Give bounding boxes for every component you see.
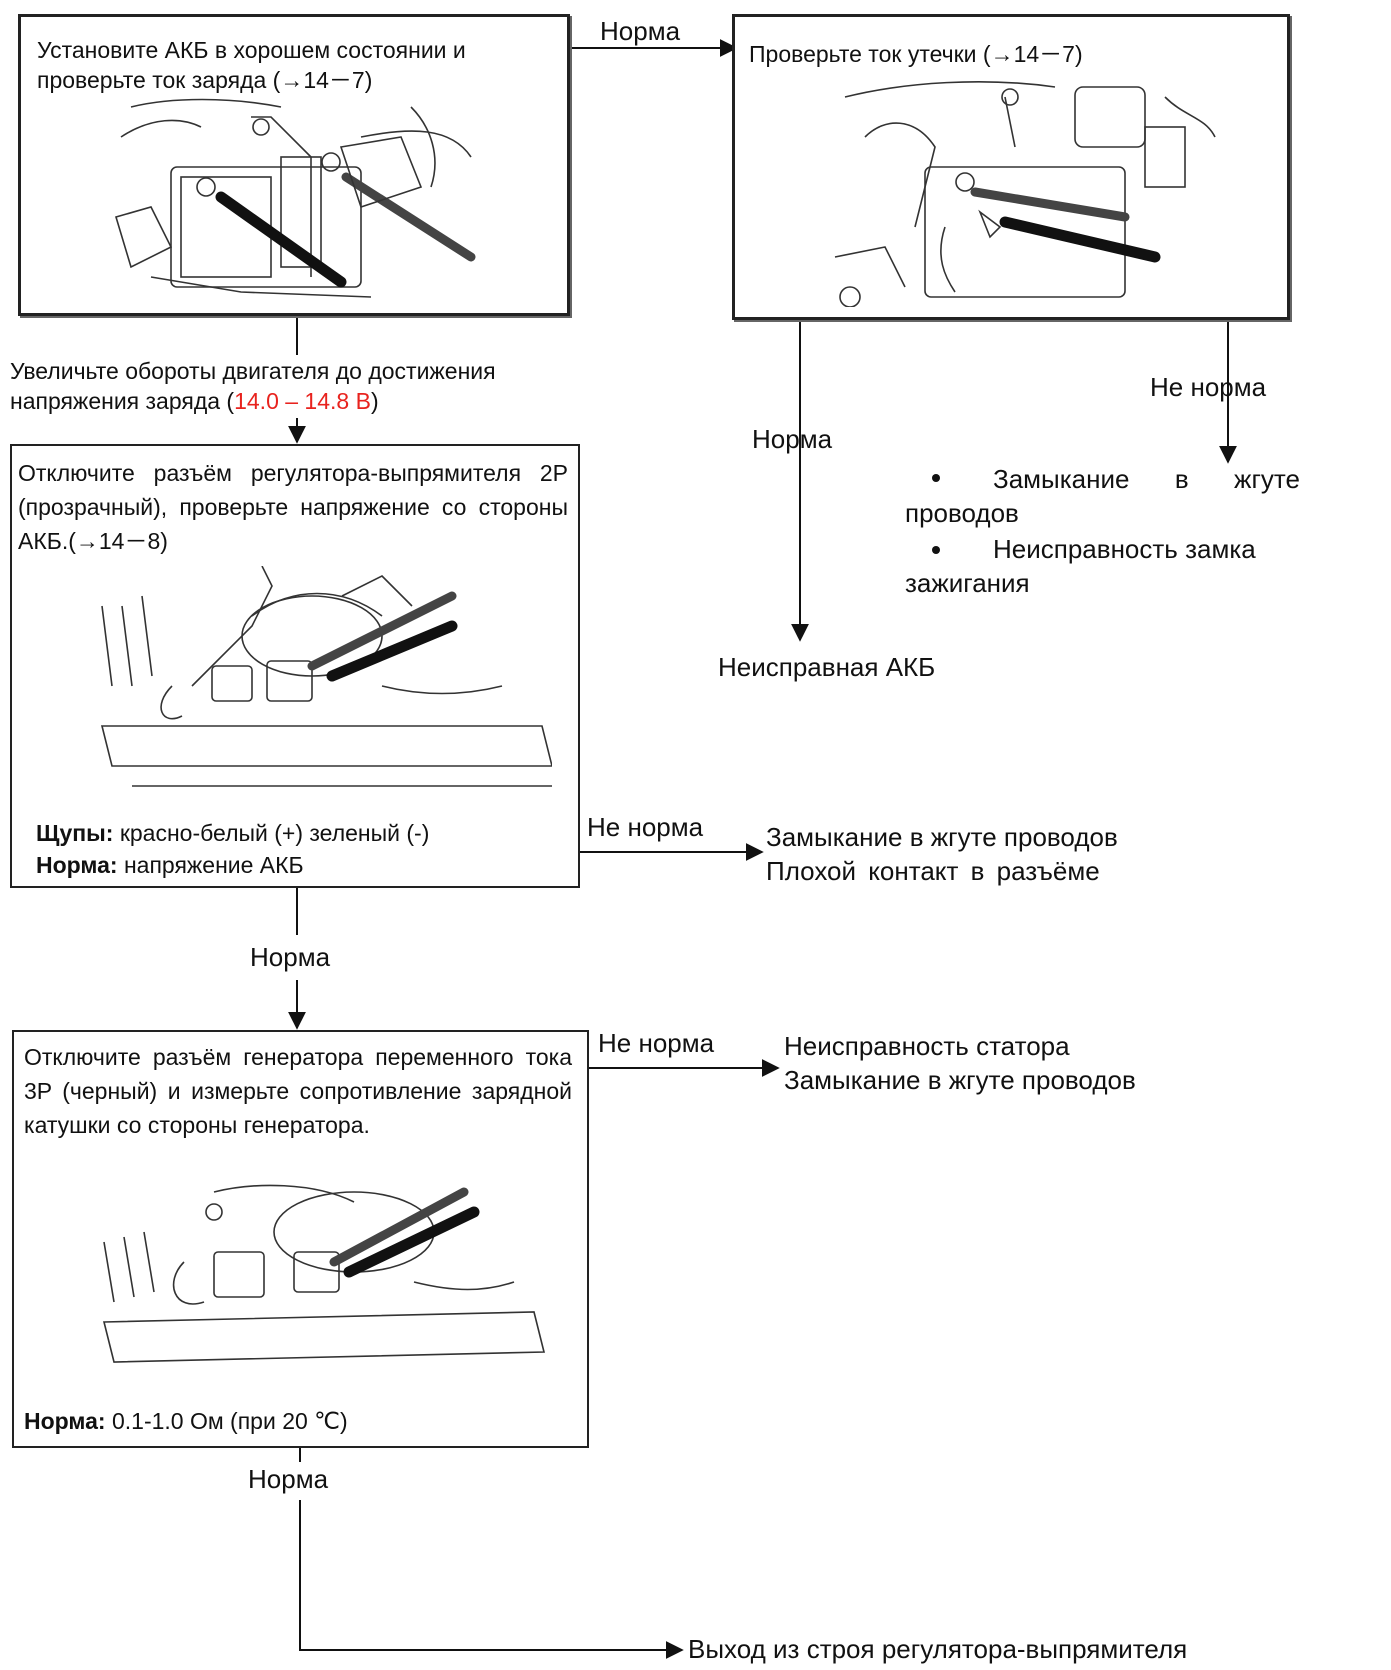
step4-norm: Норма: 0.1-1.0 Ом (при 20 ℃) xyxy=(24,1406,348,1436)
result-ignition-switch: Неисправность замка зажигания xyxy=(905,534,1256,598)
bullet-icon xyxy=(932,546,940,554)
label-norm-right: Норма xyxy=(752,424,833,454)
result-final: Выход из строя регулятора-выпрямителя xyxy=(688,1634,1188,1664)
norm-value: 0.1-1.0 Ом (при 20 ℃) xyxy=(105,1408,348,1434)
step4-text: Отключите разъём генератора переменного … xyxy=(24,1044,572,1138)
result-step3-fail-2: Плохой контакт в разъёме xyxy=(766,856,1100,886)
charge-voltage-range: 14.0 – 14.8 В xyxy=(234,388,371,414)
result-bad-battery: Неисправная АКБ xyxy=(718,652,936,682)
battery-charge-illustration xyxy=(115,98,476,298)
label-norm-top: Норма xyxy=(600,16,681,46)
norm-value: напряжение АКБ xyxy=(117,852,304,878)
bullet-icon xyxy=(932,474,940,482)
label-not-norm-step3: Не норма xyxy=(587,812,704,842)
norm-label: Норма: xyxy=(24,1408,106,1434)
result-step4-fail-2: Замыкание в жгуте проводов xyxy=(784,1065,1136,1095)
regulator-connector-illustration xyxy=(100,566,552,787)
alternator-connector-illustration xyxy=(102,1184,546,1363)
step1-box: Установите АКБ в хорошем состоянии и про… xyxy=(18,14,570,316)
step2-text: Проверьте ток утечки (→14－7) xyxy=(749,41,1083,67)
instruction-increase-rpm: Увеличьте обороты двигателя до достижени… xyxy=(10,356,610,416)
result-step4-fail-1: Неисправность статора xyxy=(784,1031,1070,1061)
label-not-norm-right: Не норма xyxy=(1150,372,1267,402)
result-step3-fail-1: Замыкание в жгуте проводов xyxy=(766,822,1118,852)
step2-box: Проверьте ток утечки (→14－7) xyxy=(732,14,1290,320)
instruction-text-suffix: ) xyxy=(370,388,379,414)
step3-norm: Норма: напряжение АКБ xyxy=(36,850,304,880)
label-norm-after-step4: Норма xyxy=(248,1464,329,1494)
step3-text: Отключите разъём регулятора-выпрямителя … xyxy=(18,460,568,554)
label-not-norm-step4: Не норма xyxy=(598,1028,715,1058)
step1-text: Установите АКБ в хорошем состоянии и про… xyxy=(37,37,466,93)
label-norm-after-step3: Норма xyxy=(250,942,331,972)
instruction-text-prefix: Увеличьте обороты двигателя до достижени… xyxy=(10,358,496,414)
norm-label: Норма: xyxy=(36,852,118,878)
leakage-test-illustration xyxy=(834,81,1216,307)
step3-box: Отключите разъём регулятора-выпрямителя … xyxy=(10,444,580,888)
step4-box: Отключите разъём генератора переменного … xyxy=(12,1030,589,1448)
probes-value: красно-белый (+) зеленый (-) xyxy=(113,820,430,846)
step3-probes: Щупы: красно-белый (+) зеленый (-) xyxy=(36,818,429,848)
probes-label: Щупы: xyxy=(36,820,114,846)
result-short-circuit: Замыкание в жгуте проводов xyxy=(905,464,1300,528)
arrow-to-final xyxy=(299,1500,684,1659)
